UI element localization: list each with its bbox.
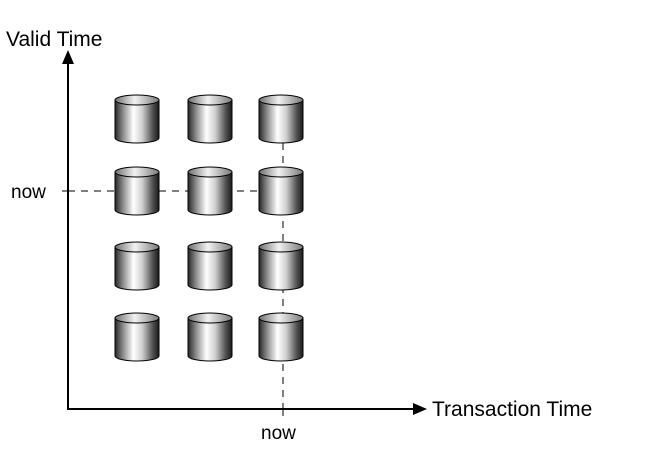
database-cylinder-icon: [114, 241, 160, 291]
cylinder-top: [114, 241, 160, 253]
cylinder-body: [114, 171, 160, 216]
cylinder-body: [114, 99, 160, 144]
cylinder-top: [187, 241, 233, 253]
cylinder-top: [258, 241, 304, 253]
x-axis: [67, 403, 427, 415]
y-axis-title: Valid Time: [6, 28, 102, 51]
database-cylinder-icon: [114, 94, 160, 144]
database-cylinder-icon: [114, 166, 160, 216]
database-cylinder-icon: [187, 241, 233, 291]
cylinder-body: [258, 317, 304, 362]
cylinder-body: [258, 246, 304, 291]
database-cylinder-icon: [258, 312, 304, 362]
x-axis-title: Transaction Time: [432, 398, 592, 421]
cylinder-top: [258, 94, 304, 106]
x-axis-arrow-icon: [413, 403, 427, 415]
cylinder-body: [258, 171, 304, 216]
cylinder-top: [114, 312, 160, 324]
cylinder-top: [187, 312, 233, 324]
database-cylinder-icon: [187, 94, 233, 144]
cylinder-top: [258, 312, 304, 324]
y-now-label: now: [11, 182, 46, 203]
cylinder-top: [114, 94, 160, 106]
database-cylinder-icon: [258, 241, 304, 291]
database-cylinder-icon: [187, 166, 233, 216]
database-cylinder-icon: [187, 312, 233, 362]
cylinder-body: [187, 99, 233, 144]
x-now-label: now: [261, 423, 296, 444]
database-cylinder-grid: [114, 94, 304, 362]
database-cylinder-icon: [114, 312, 160, 362]
cylinder-body: [187, 317, 233, 362]
y-axis-arrow-icon: [62, 50, 74, 64]
cylinder-body: [258, 99, 304, 144]
cylinder-top: [114, 166, 160, 178]
cylinder-body: [187, 246, 233, 291]
cylinder-body: [187, 171, 233, 216]
database-cylinder-icon: [258, 94, 304, 144]
cylinder-top: [187, 94, 233, 106]
cylinder-body: [114, 246, 160, 291]
cylinder-body: [114, 317, 160, 362]
y-axis: [62, 50, 74, 409]
cylinder-top: [258, 166, 304, 178]
database-cylinder-icon: [258, 166, 304, 216]
cylinder-top: [187, 166, 233, 178]
